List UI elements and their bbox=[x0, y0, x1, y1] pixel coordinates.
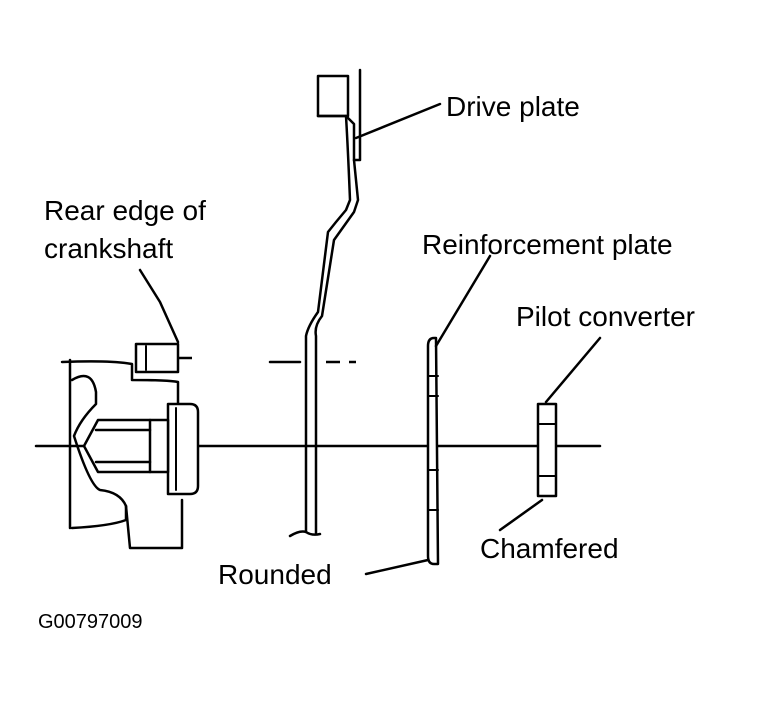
label-chamfered: Chamfered bbox=[480, 533, 619, 564]
crankshaft-end bbox=[60, 342, 200, 550]
leader-pilot-converter bbox=[544, 336, 602, 404]
leader-rounded bbox=[364, 558, 430, 576]
leader-rear-edge bbox=[138, 268, 180, 344]
reinforcement-plate bbox=[426, 336, 440, 566]
plate-bracket bbox=[316, 68, 362, 162]
label-rear-edge-line1: Rear edge of bbox=[44, 195, 206, 226]
pilot-bore bbox=[82, 418, 170, 474]
plate-profile-outer bbox=[304, 114, 352, 534]
figure-code: G00797009 bbox=[38, 611, 143, 633]
crankshaft-bolt-head bbox=[134, 342, 180, 374]
leader-chamfered bbox=[498, 498, 544, 532]
label-pilot-converter: Pilot converter bbox=[516, 301, 695, 332]
plate-ticks bbox=[427, 375, 439, 511]
plate-profile-inner bbox=[314, 158, 360, 536]
label-reinforcement-plate: Reinforcement plate bbox=[422, 229, 673, 260]
leader-reinforcement bbox=[434, 254, 492, 348]
crankshaft-flange bbox=[166, 402, 200, 496]
pilot-converter-body bbox=[536, 402, 558, 498]
bore-detail bbox=[94, 428, 152, 464]
block-top-contour bbox=[60, 360, 180, 406]
label-drive-plate: Drive plate bbox=[446, 91, 580, 122]
label-rounded: Rounded bbox=[218, 559, 332, 590]
plate-break-line bbox=[288, 530, 322, 538]
leader-drive-plate bbox=[354, 102, 442, 140]
label-rear-edge-line2: crankshaft bbox=[44, 233, 173, 264]
block-inner-contour bbox=[70, 374, 128, 530]
ring-gear bbox=[316, 74, 350, 118]
block-bottom-flange bbox=[124, 498, 184, 550]
reinforcement-plate-body bbox=[426, 336, 440, 566]
drive-plate bbox=[268, 68, 362, 538]
pilot-converter bbox=[536, 402, 558, 498]
leader-lines bbox=[138, 102, 602, 576]
